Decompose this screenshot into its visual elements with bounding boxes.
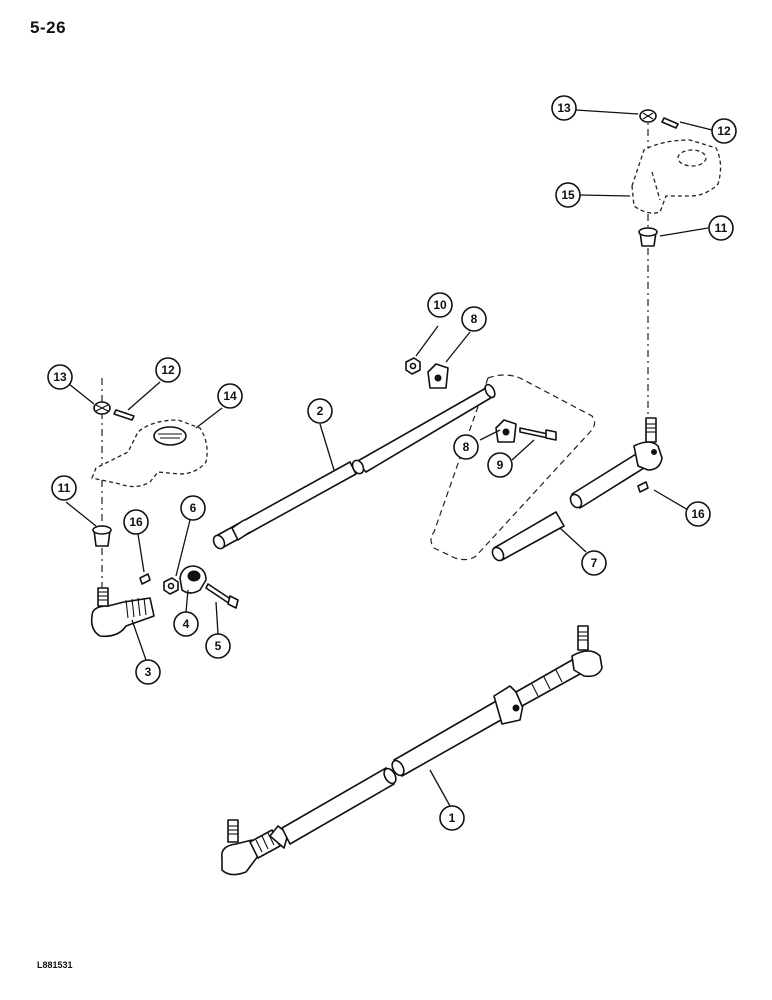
clamp-4 [179,565,207,594]
steering-arm-left [91,419,208,488]
svg-text:5: 5 [215,639,222,653]
callout-16b: 16 [685,501,711,527]
svg-text:14: 14 [223,389,237,403]
svg-text:2: 2 [317,404,324,418]
bushing-right [638,227,658,247]
steering-arm-right [631,139,722,214]
callout-15: 15 [555,182,581,208]
svg-text:1: 1 [449,811,456,825]
svg-text:8: 8 [463,440,470,454]
svg-text:13: 13 [557,101,571,115]
svg-text:6: 6 [190,501,197,515]
cotter-pin-left [113,409,135,421]
tie-rod-lower [220,625,603,876]
callout-12a: 12 [155,357,181,383]
tie-rod-assembly-right [491,417,663,562]
svg-text:10: 10 [433,298,447,312]
svg-text:15: 15 [561,188,575,202]
leader-lines [63,109,713,807]
callout-6: 6 [180,495,206,521]
callout-2: 2 [307,398,333,424]
dashed-assembly-box [430,374,596,561]
callout-1: 1 [439,805,465,831]
castle-nut-right [639,109,657,123]
cotter-pin-right [661,117,679,129]
bushing-left [92,525,112,547]
clamp-8-lower [495,419,517,443]
callout-4: 4 [173,611,199,637]
grease-fitting-left [139,573,151,585]
hex-nut-10 [405,357,421,375]
callout-12b: 12 [711,118,737,144]
bolt-5 [205,583,239,609]
clamp-8-upper [427,363,449,389]
hex-nut-6 [163,577,179,595]
callout-9: 9 [487,452,513,478]
drag-link-tube [212,383,496,550]
svg-text:9: 9 [497,458,504,472]
svg-text:7: 7 [591,556,598,570]
page-number: 5-26 [30,18,67,37]
callout-11b: 11 [708,215,734,241]
svg-text:16: 16 [129,515,143,529]
callout-13b: 13 [551,95,577,121]
svg-text:13: 13 [53,370,67,384]
grease-fitting-right [637,481,649,493]
callout-5: 5 [205,633,231,659]
callout-13a: 13 [47,364,73,390]
svg-text:3: 3 [145,665,152,679]
svg-text:4: 4 [183,617,190,631]
svg-text:8: 8 [471,312,478,326]
svg-text:12: 12 [161,363,175,377]
callout-10: 10 [427,292,453,318]
svg-text:11: 11 [715,221,728,235]
callout-16a: 16 [123,509,149,535]
callout-11a: 11 [51,475,77,501]
tie-rod-end-left [90,587,155,638]
bolt-9 [519,427,557,441]
figure-id: L881531 [37,960,73,970]
svg-text:11: 11 [58,481,71,495]
callout-8a: 8 [461,306,487,332]
castle-nut-left [93,401,111,415]
callout-7: 7 [581,550,607,576]
callout-14: 14 [217,383,243,409]
svg-text:12: 12 [717,124,731,138]
svg-text:16: 16 [691,507,705,521]
callout-8b: 8 [453,434,479,460]
callout-3: 3 [135,659,161,685]
